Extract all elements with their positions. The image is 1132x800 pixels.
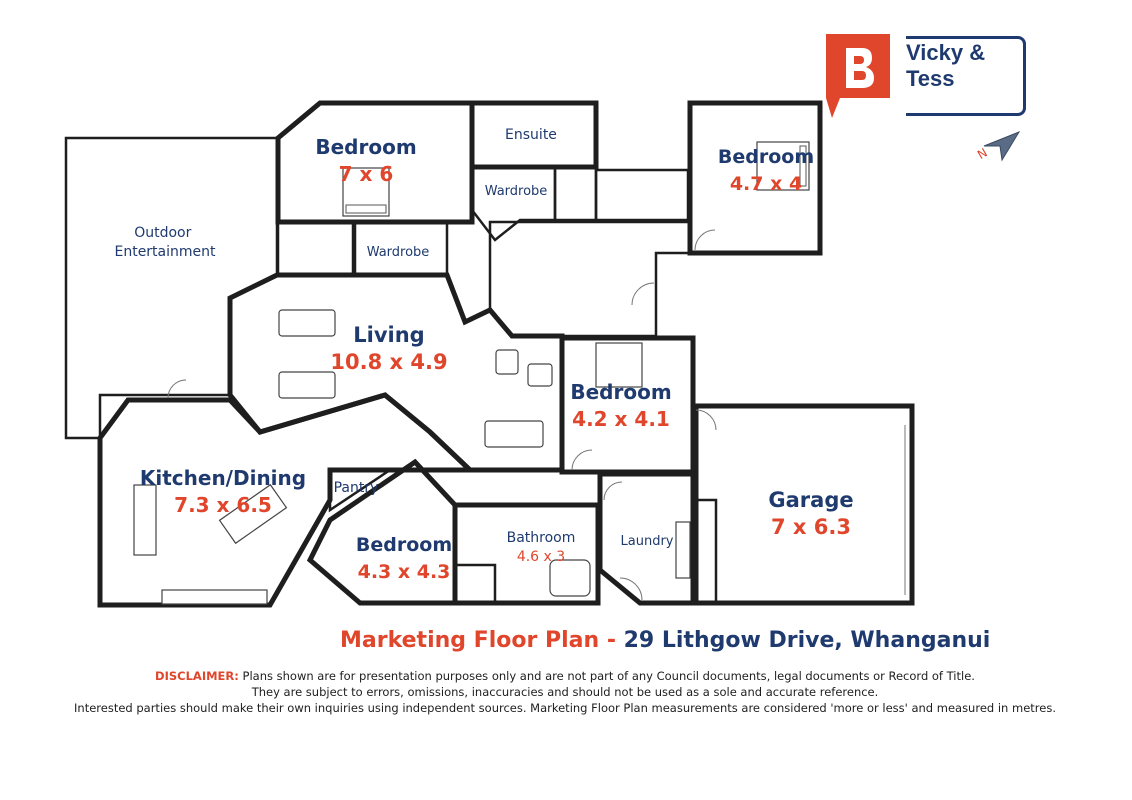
plan-title-address: 29 Lithgow Drive, Whanganui	[623, 628, 991, 653]
brand-frame	[906, 36, 1026, 116]
ensuite-shower	[553, 165, 598, 222]
disclaimer: DISCLAIMER: Plans shown are for presenta…	[60, 668, 1070, 716]
brand-name: Vicky & Tess	[906, 40, 1026, 92]
pantry-walls	[328, 468, 395, 513]
wc-room	[594, 168, 690, 222]
compass-label: N	[975, 145, 990, 162]
bed-ne-pillow	[799, 145, 807, 187]
dining-table	[133, 484, 157, 556]
room-label-living: Living	[353, 323, 424, 347]
room-label-pantry: Pantry	[334, 480, 379, 496]
north-arrow-icon: N	[975, 130, 1021, 162]
room-dims-bathroom: 4.6 x 3	[517, 549, 565, 565]
room-label-bathroom: Bathroom	[507, 530, 576, 546]
kitchen-walls	[97, 392, 477, 608]
bed-mid	[595, 342, 643, 388]
ensuite-wardrobe-walls	[470, 165, 557, 242]
room-dims-bedroom-master: 7 x 6	[339, 162, 394, 186]
sofa-1	[278, 309, 336, 337]
brand-name-line-2: Tess	[906, 66, 955, 91]
room-dims-bedroom-ne: 4.7 x 4	[730, 173, 802, 195]
room-dims-garage: 7 x 6.3	[771, 515, 851, 539]
room-label-bedroom-mid: Bedroom	[570, 380, 671, 404]
kitchen-island	[218, 483, 288, 545]
armchair-1	[495, 349, 519, 375]
room-dims-bedroom-sw: 4.3 x 4.3	[358, 561, 451, 583]
kitchen-bench	[161, 589, 268, 605]
room-label-bedroom-sw: Bedroom	[356, 534, 452, 556]
master-wardrobe-left	[276, 220, 355, 276]
door-swing-3	[694, 229, 716, 251]
living-walls	[227, 272, 565, 473]
room-label-bedroom-ne: Bedroom	[718, 146, 814, 168]
armchair-2	[527, 363, 553, 387]
door-swing-4	[571, 449, 593, 471]
room-label-garage: Garage	[768, 488, 853, 512]
plan-title: Marketing Floor Plan - 29 Lithgow Drive,…	[340, 628, 990, 653]
disclaimer-text-1: Plans shown are for presentation purpose…	[242, 669, 975, 683]
room-label-wardrobe-master: Wardrobe	[367, 245, 430, 260]
bathroom-storage	[453, 563, 497, 605]
bathtub	[549, 559, 591, 597]
room-label-kitchen: Kitchen/Dining	[140, 466, 306, 490]
door-swing-2	[631, 282, 655, 306]
speech-bubble-b-logo-icon	[826, 34, 890, 118]
disclaimer-line-3: Interested parties should make their own…	[74, 701, 1056, 715]
hallway-walls	[488, 220, 692, 338]
outdoor-label-line-2: Entertainment	[114, 244, 216, 260]
outdoor-label-line-1: Outdoor	[134, 225, 191, 241]
door-swing-1	[167, 379, 187, 399]
room-label-wardrobe-ensuite: Wardrobe	[485, 184, 548, 199]
brand-logo: Vicky & Tess	[826, 34, 1031, 120]
brand-name-line-1: Vicky &	[906, 40, 986, 65]
room-dims-bedroom-mid: 4.2 x 4.1	[572, 407, 670, 431]
room-dims-kitchen: 7.3 x 6.5	[174, 493, 272, 517]
room-label-laundry: Laundry	[621, 534, 674, 549]
room-label-bedroom-master: Bedroom	[315, 135, 416, 159]
disclaimer-line-2: They are subject to errors, omissions, i…	[251, 685, 879, 699]
bedroom-ne-walls	[687, 100, 823, 256]
plan-title-main: Marketing Floor Plan -	[340, 628, 616, 653]
bed-master-pillows	[345, 204, 387, 214]
disclaimer-label: DISCLAIMER:	[155, 669, 239, 683]
sofa-2	[278, 371, 336, 399]
room-label-outdoor: Outdoor Entertainment	[114, 225, 216, 260]
door-swing-6	[695, 409, 717, 431]
disclaimer-line-1: DISCLAIMER: Plans shown are for presenta…	[60, 668, 1070, 684]
laundry-walls	[597, 471, 696, 606]
door-swing-7	[619, 577, 643, 601]
room-label-ensuite: Ensuite	[505, 127, 557, 143]
bed-master	[342, 167, 390, 217]
sofa-3	[484, 420, 544, 448]
room-dims-living: 10.8 x 4.9	[330, 350, 447, 374]
laundry-tub	[675, 521, 691, 579]
door-swing-5	[603, 481, 623, 501]
garage-cupboard	[694, 498, 718, 605]
